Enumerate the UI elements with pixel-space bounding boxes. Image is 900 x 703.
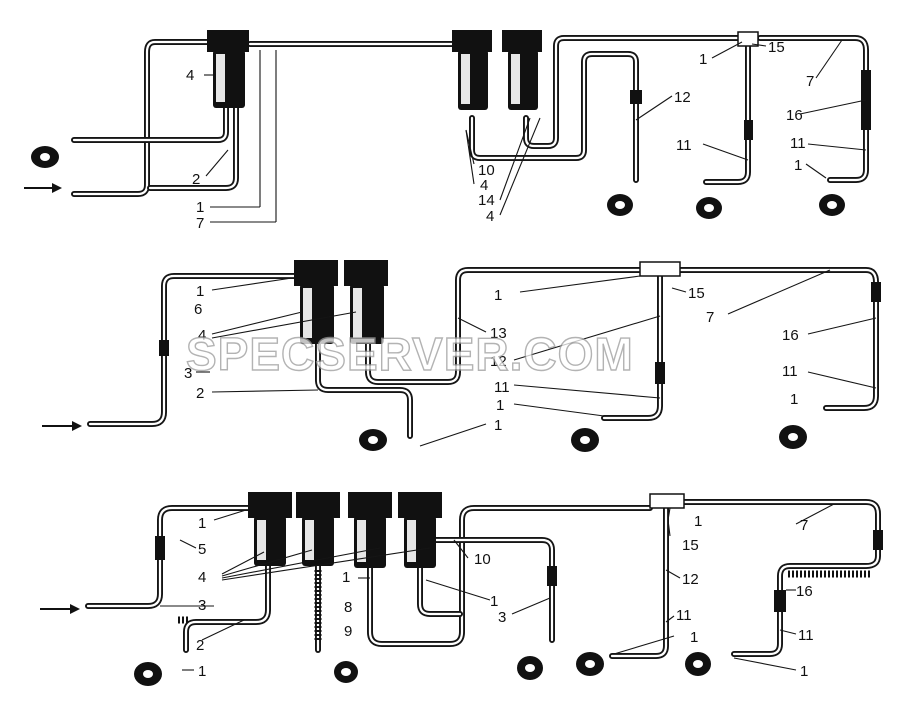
part-label: 16 bbox=[782, 327, 799, 344]
part-label: 8 bbox=[344, 599, 352, 616]
part-label: 3 bbox=[498, 609, 506, 626]
part-label: 1 bbox=[690, 629, 698, 646]
part-label: 1 bbox=[198, 515, 206, 532]
part-label: 5 bbox=[198, 541, 206, 558]
part-label: 4 bbox=[486, 208, 494, 225]
part-label: 14 bbox=[478, 192, 495, 209]
part-label: 11 bbox=[494, 379, 510, 396]
part-label: 11 bbox=[676, 607, 692, 624]
part-label: 16 bbox=[796, 583, 813, 600]
arrow-right-icon bbox=[24, 183, 62, 193]
part-label: 1 bbox=[790, 391, 798, 408]
part-label: 10 bbox=[474, 551, 491, 568]
part-label: 11 bbox=[782, 363, 798, 380]
part-label: 1 bbox=[342, 569, 350, 586]
part-label: 6 bbox=[194, 301, 202, 318]
pressure-gauge-icon bbox=[571, 428, 599, 452]
diagram-middle: 1 6 4 3 2 1 13 12 15 7 16 11 1 1 11 1 bbox=[42, 260, 881, 452]
leader-lines-top bbox=[204, 39, 867, 223]
labels-bottom: 1 5 4 3 2 1 1 8 9 10 1 3 1 15 12 11 1 7 … bbox=[196, 513, 814, 680]
pipes-middle bbox=[87, 267, 879, 439]
watermark-text: SPECSERVER.COM bbox=[186, 328, 634, 380]
pressure-gauge-icon bbox=[696, 197, 722, 219]
leader-lines-middle bbox=[196, 269, 877, 447]
filter-housing-icon bbox=[344, 260, 388, 344]
part-label: 1 bbox=[490, 593, 498, 610]
part-label: 9 bbox=[344, 623, 352, 640]
pressure-gauge-icon bbox=[576, 652, 604, 676]
part-label: 13 bbox=[490, 325, 507, 342]
filter-housing-icon bbox=[207, 30, 249, 108]
pressure-gauge-icon bbox=[819, 194, 845, 216]
part-label: 15 bbox=[682, 537, 699, 554]
filter-housing-icon bbox=[452, 30, 492, 110]
part-label: 12 bbox=[490, 353, 507, 370]
pressure-gauge-icon bbox=[779, 425, 807, 449]
filter-housing-icon bbox=[502, 30, 542, 110]
part-label: 1 bbox=[196, 283, 204, 300]
tee-fitting bbox=[649, 493, 685, 509]
part-label: 1 bbox=[496, 397, 504, 414]
part-label: 1 bbox=[198, 663, 206, 680]
part-label: 12 bbox=[682, 571, 699, 588]
labels-middle: 1 6 4 3 2 1 13 12 15 7 16 11 1 1 11 1 bbox=[184, 283, 799, 434]
part-label: 7 bbox=[706, 309, 714, 326]
part-label: 11 bbox=[798, 627, 814, 644]
pressure-gauge-icon bbox=[334, 661, 358, 683]
filter-housing-icon bbox=[398, 492, 442, 568]
pipes-bottom bbox=[85, 499, 881, 659]
tee-fitting bbox=[639, 261, 681, 277]
part-label: 15 bbox=[688, 285, 705, 302]
part-label: 1 bbox=[699, 51, 707, 68]
labels-top: 4 2 1 7 10 4 14 4 1 15 12 7 16 11 11 1 bbox=[186, 39, 814, 232]
part-label: 4 bbox=[186, 67, 194, 84]
tee-fitting bbox=[737, 31, 759, 47]
pressure-gauge-icon bbox=[517, 656, 543, 680]
part-label: 4 bbox=[198, 569, 206, 586]
pressure-gauge-icon bbox=[607, 194, 633, 216]
part-label: 4 bbox=[198, 327, 206, 344]
part-label: 1 bbox=[196, 199, 204, 216]
part-label: 7 bbox=[196, 215, 204, 232]
part-label: 7 bbox=[806, 73, 814, 90]
filter-housing-icon bbox=[296, 492, 340, 566]
part-label: 16 bbox=[786, 107, 803, 124]
part-label: 1 bbox=[494, 417, 502, 434]
filter-housing-icon bbox=[348, 492, 392, 568]
pressure-gauge-icon bbox=[685, 652, 711, 676]
diagram-top: 4 2 1 7 10 4 14 4 1 15 12 7 16 11 11 1 bbox=[24, 30, 871, 232]
part-label: 2 bbox=[192, 171, 200, 188]
part-label: 1 bbox=[494, 287, 502, 304]
part-label: 2 bbox=[196, 385, 204, 402]
part-label: 10 bbox=[478, 162, 495, 179]
arrow-right-icon bbox=[42, 421, 82, 431]
arrow-right-icon bbox=[40, 604, 80, 614]
pressure-gauge-icon bbox=[359, 429, 387, 451]
diagram-bottom: 1 5 4 3 2 1 1 8 9 10 1 3 1 15 12 11 1 7 … bbox=[40, 492, 883, 686]
pressure-gauge-icon bbox=[134, 662, 162, 686]
leader-lines-bottom bbox=[160, 503, 835, 671]
part-label: 4 bbox=[480, 177, 488, 194]
part-label: 3 bbox=[198, 597, 206, 614]
part-label: 2 bbox=[196, 637, 204, 654]
part-label: 15 bbox=[768, 39, 785, 56]
filter-housing-icon bbox=[248, 492, 292, 566]
filter-housing-icon bbox=[294, 260, 338, 344]
part-label: 3 bbox=[184, 365, 192, 382]
part-label: 12 bbox=[674, 89, 691, 106]
part-label: 1 bbox=[794, 157, 802, 174]
pressure-gauge-icon bbox=[31, 146, 59, 168]
part-label: 1 bbox=[694, 513, 702, 530]
part-label: 7 bbox=[800, 517, 808, 534]
part-label: 11 bbox=[676, 137, 692, 154]
part-label: 1 bbox=[800, 663, 808, 680]
part-label: 11 bbox=[790, 135, 806, 152]
